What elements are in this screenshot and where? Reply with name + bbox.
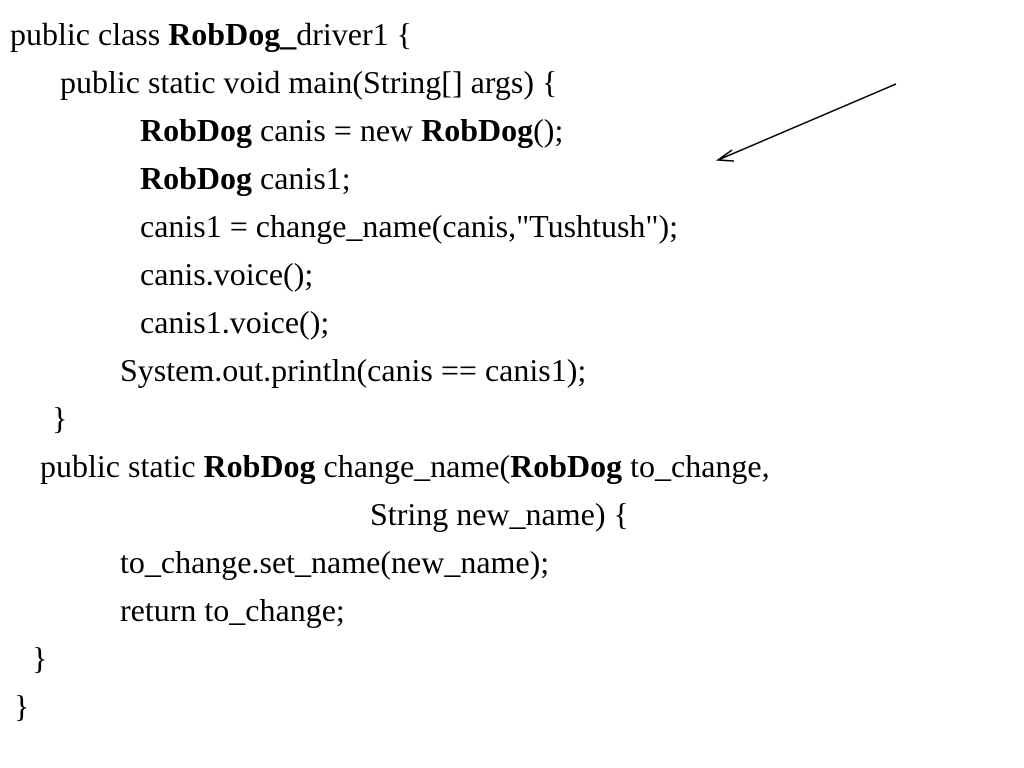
println-line: System.out.println(canis == canis1);	[120, 352, 587, 388]
return-line: return to_change;	[120, 592, 345, 628]
main-method-signature-line: public static void main(String[] args) {	[60, 64, 558, 100]
change-name-closing-brace: }	[32, 640, 48, 676]
canis-voice-line: canis.voice();	[140, 256, 314, 292]
type-name-bold: RobDog	[140, 112, 253, 148]
variable-text: canis1;	[252, 160, 351, 196]
keyword-text: public class	[10, 16, 169, 52]
constructor-args-text: ();	[533, 112, 564, 148]
canis1-voice-line: canis1.voice();	[140, 304, 330, 340]
arrow-icon	[715, 83, 897, 162]
class-name-suffix: driver1 {	[296, 16, 412, 52]
class-name-bold: RobDog_	[168, 16, 297, 52]
change-name-signature-continuation: String new_name) {	[370, 496, 629, 532]
constructor-name-bold: RobDog	[421, 112, 534, 148]
change-name-call-line: canis1 = change_name(canis,"Tushtush");	[140, 208, 678, 244]
class-declaration-line: public class RobDog_driver1 {	[10, 10, 412, 58]
type-name-bold: RobDog	[140, 160, 253, 196]
canis1-declaration-line: RobDog canis1;	[140, 154, 351, 202]
param-type-bold: RobDog	[510, 448, 623, 484]
param-name-text: to_change,	[622, 448, 770, 484]
class-closing-brace: }	[14, 688, 30, 724]
change-name-signature-line: public static RobDog change_name(RobDog …	[40, 442, 770, 490]
method-name-text: change_name(	[315, 448, 511, 484]
main-closing-brace: }	[52, 400, 68, 436]
modifier-text: public static	[40, 448, 204, 484]
canis-declaration-line: RobDog canis = new RobDog();	[140, 106, 563, 154]
set-name-call-line: to_change.set_name(new_name);	[120, 544, 550, 580]
assignment-text: canis = new	[252, 112, 422, 148]
return-type-bold: RobDog	[203, 448, 316, 484]
